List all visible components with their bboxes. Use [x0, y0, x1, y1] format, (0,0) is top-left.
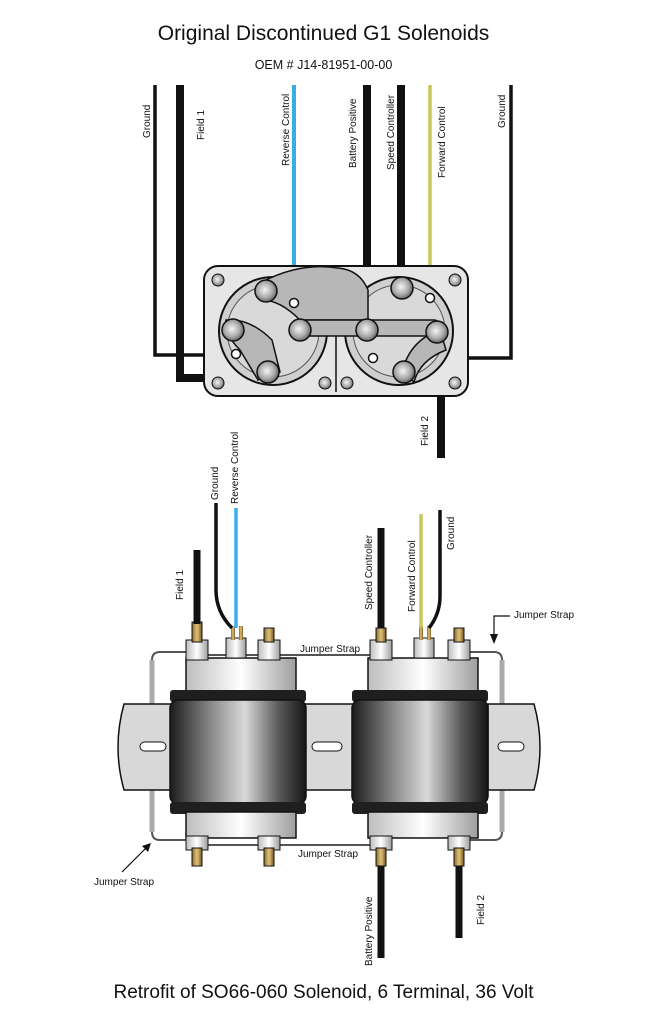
- top-label-ground-right: Ground: [497, 95, 508, 128]
- top-subtitle: OEM # J14-81951-00-00: [254, 58, 393, 72]
- top-label-speed-controller: Speed Controller: [386, 94, 397, 170]
- bottom-label-ground-right: Ground: [446, 517, 457, 550]
- bottom-label-forward-control: Forward Control: [407, 540, 418, 612]
- strap-arrow-bottom-left: [121, 845, 149, 873]
- strap-label-top-center: Jumper Strap: [300, 644, 360, 655]
- bottom-label-field2: Field 2: [476, 895, 487, 925]
- strap-label-bottom-center: Jumper Strap: [298, 849, 358, 860]
- strap-label-top-right: Jumper Strap: [514, 610, 574, 621]
- top-solenoid-assembly: [203, 265, 469, 397]
- top-label-battery-positive: Battery Positive: [348, 98, 359, 168]
- bottom-label-battery-positive: Battery Positive: [364, 896, 375, 966]
- top-label-forward-control: Forward Control: [437, 106, 448, 178]
- top-label-field1: Field 1: [196, 110, 207, 140]
- bottom-label-ground-left: Ground: [210, 467, 221, 500]
- bottom-wire-ground-left: [214, 503, 234, 630]
- bottom-label-speed-controller: Speed Controller: [364, 534, 375, 610]
- top-label-ground-left: Ground: [142, 105, 153, 138]
- bottom-label-reverse-control: Reverse Control: [230, 432, 241, 504]
- strap-arrow-top-right: [493, 615, 510, 640]
- bottom-title: Retrofit of SO66-060 Solenoid, 6 Termina…: [113, 982, 534, 1003]
- top-label-field2: Field 2: [420, 416, 431, 446]
- top-title: Original Discontinued G1 Solenoids: [157, 22, 490, 45]
- strap-label-bottom-left: Jumper Strap: [94, 877, 154, 888]
- bottom-wire-ground-right: [427, 510, 442, 630]
- top-label-reverse-control: Reverse Control: [281, 94, 292, 166]
- solenoid-left: [169, 621, 307, 867]
- bottom-label-field1: Field 1: [175, 570, 186, 600]
- solenoid-right: [351, 626, 489, 867]
